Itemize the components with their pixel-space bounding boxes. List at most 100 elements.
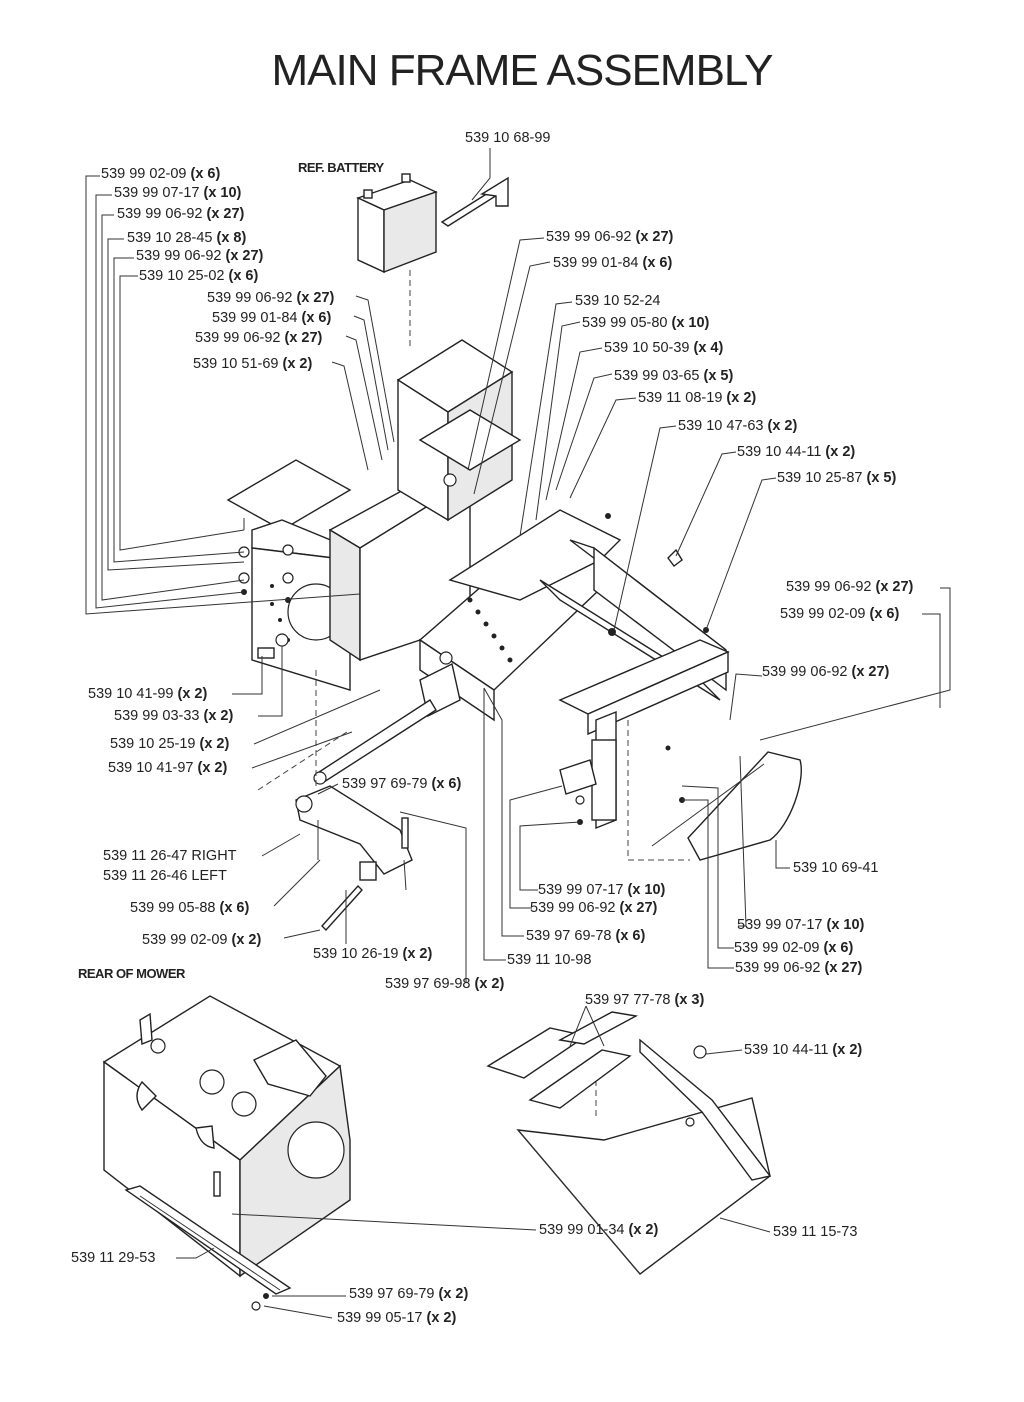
callout-label: 539 97 77-78 (x 3) bbox=[585, 992, 704, 1008]
callout-label: 539 97 69-79 (x 6) bbox=[342, 776, 461, 792]
part-quantity: (x 2) bbox=[474, 976, 505, 992]
part-number: 539 10 25-19 bbox=[110, 736, 196, 752]
callout-label: 539 99 06-92 (x 27) bbox=[530, 900, 657, 916]
part-quantity: (x 6) bbox=[615, 928, 646, 944]
part-quantity: (x 4) bbox=[693, 340, 724, 356]
callout-label: 539 99 06-92 (x 27) bbox=[136, 248, 263, 264]
part-quantity: (x 10) bbox=[203, 185, 242, 201]
part-quantity: (x 2) bbox=[203, 708, 234, 724]
callout-label: 539 10 41-97 (x 2) bbox=[108, 760, 227, 776]
callout-label: 539 11 26-46 LEFT bbox=[103, 868, 227, 884]
part-quantity: (x 27) bbox=[225, 248, 264, 264]
part-number: 539 10 25-87 bbox=[777, 470, 863, 486]
part-quantity: (x 6) bbox=[190, 166, 221, 182]
part-quantity: (x 2) bbox=[726, 390, 757, 406]
part-quantity: (x 8) bbox=[216, 230, 247, 246]
part-number: 539 99 01-84 bbox=[553, 255, 639, 271]
callout-label: 539 99 05-88 (x 6) bbox=[130, 900, 249, 916]
part-number: 539 99 06-92 bbox=[762, 664, 848, 680]
rear-bracket-drawing bbox=[124, 1171, 292, 1311]
bracket-drawing bbox=[559, 548, 707, 1059]
rear-frame-drawing bbox=[102, 995, 351, 1278]
page-title: MAIN FRAME ASSEMBLY bbox=[271, 46, 774, 95]
battery-drawing bbox=[356, 173, 438, 274]
part-number: 539 11 29-53 bbox=[71, 1250, 156, 1266]
part-number: 539 11 26-47 RIGHT bbox=[103, 848, 237, 864]
part-quantity: (x 10) bbox=[826, 917, 865, 933]
part-number: 539 97 77-78 bbox=[585, 992, 671, 1008]
part-number: 539 99 02-09 bbox=[101, 166, 187, 182]
part-quantity: (x 27) bbox=[851, 664, 890, 680]
part-number: 539 11 08-19 bbox=[638, 390, 723, 406]
part-quantity: (x 10) bbox=[671, 315, 710, 331]
part-number: 539 99 07-17 bbox=[737, 917, 823, 933]
part-number: 539 97 69-78 bbox=[526, 928, 612, 944]
part-quantity: (x 6) bbox=[228, 268, 259, 284]
part-quantity: (x 2) bbox=[282, 356, 313, 372]
part-quantity: (x 27) bbox=[875, 579, 914, 595]
callout-label: 539 10 50-39 (x 4) bbox=[604, 340, 723, 356]
part-number: 539 99 06-92 bbox=[530, 900, 616, 916]
callout-label: 539 10 44-11 (x 2) bbox=[744, 1042, 862, 1058]
callout-label: 539 10 51-69 (x 2) bbox=[193, 356, 312, 372]
assembly-guides bbox=[257, 270, 690, 1120]
part-quantity: (x 2) bbox=[832, 1042, 863, 1058]
part-quantity: (x 5) bbox=[703, 368, 734, 384]
part-number: 539 10 41-97 bbox=[108, 760, 194, 776]
part-number: 539 11 10-98 bbox=[507, 952, 592, 968]
part-quantity: (x 2) bbox=[825, 444, 856, 460]
part-quantity: (x 6) bbox=[219, 900, 250, 916]
callout-label: 539 99 06-92 (x 27) bbox=[786, 579, 913, 595]
part-quantity: (x 2) bbox=[197, 760, 228, 776]
callout-label: 539 99 06-92 (x 27) bbox=[546, 229, 673, 245]
callout-label: 539 97 69-79 (x 2) bbox=[349, 1286, 468, 1302]
part-number: 539 99 06-92 bbox=[786, 579, 872, 595]
part-number: 539 99 01-34 bbox=[539, 1222, 625, 1238]
callout-label: 539 97 69-78 (x 6) bbox=[526, 928, 645, 944]
callout-label: 539 10 28-45 (x 8) bbox=[127, 230, 246, 246]
callout-label: 539 10 68-99 bbox=[465, 130, 550, 146]
callout-label: 539 11 26-47 RIGHT bbox=[103, 848, 237, 864]
part-quantity: (x 6) bbox=[869, 606, 900, 622]
part-quantity: (x 2) bbox=[231, 932, 262, 948]
callout-label: 539 10 26-19 (x 2) bbox=[313, 946, 432, 962]
part-number: 539 99 06-92 bbox=[735, 960, 821, 976]
part-quantity: (x 2) bbox=[767, 418, 798, 434]
part-number: 539 10 25-02 bbox=[139, 268, 225, 284]
part-quantity: (x 2) bbox=[438, 1286, 469, 1302]
callout-label: 539 99 06-92 (x 27) bbox=[207, 290, 334, 306]
part-number: 539 11 26-46 LEFT bbox=[103, 868, 227, 884]
part-number: 539 11 15-73 bbox=[773, 1224, 858, 1240]
part-number: 539 99 06-92 bbox=[195, 330, 281, 346]
callout-label: 539 99 07-17 (x 10) bbox=[114, 185, 241, 201]
callout-label: 539 99 06-92 (x 27) bbox=[735, 960, 862, 976]
callout-label: 539 99 06-92 (x 27) bbox=[762, 664, 889, 680]
part-quantity: (x 2) bbox=[402, 946, 433, 962]
part-quantity: (x 2) bbox=[628, 1222, 659, 1238]
part-quantity: (x 27) bbox=[824, 960, 863, 976]
part-quantity: (x 27) bbox=[635, 229, 674, 245]
part-quantity: (x 27) bbox=[296, 290, 335, 306]
callout-label: 539 10 47-63 (x 2) bbox=[678, 418, 797, 434]
callout-label: 539 11 29-53 bbox=[71, 1250, 155, 1266]
callout-label: 539 10 52-24 bbox=[575, 293, 660, 309]
rear-of-mower-note: REAR OF MOWER bbox=[78, 966, 185, 981]
part-number: 539 10 26-19 bbox=[313, 946, 399, 962]
part-number: 539 97 69-79 bbox=[342, 776, 428, 792]
part-quantity: (x 27) bbox=[284, 330, 323, 346]
callout-label: 539 99 03-65 (x 5) bbox=[614, 368, 733, 384]
part-number: 539 99 02-09 bbox=[734, 940, 820, 956]
floor-pan-drawing bbox=[516, 1038, 772, 1275]
callout-label: 539 99 03-33 (x 2) bbox=[114, 708, 233, 724]
cover-plate-drawing bbox=[651, 751, 802, 861]
part-number: 539 10 69-41 bbox=[793, 860, 879, 876]
callout-label: 539 99 01-84 (x 6) bbox=[553, 255, 672, 271]
battery-note: REF. BATTERY bbox=[298, 160, 384, 175]
part-number: 539 10 41-99 bbox=[88, 686, 174, 702]
part-quantity: (x 6) bbox=[642, 255, 673, 271]
leader-lines bbox=[85, 148, 951, 1319]
part-number: 539 10 44-11 bbox=[744, 1042, 829, 1058]
part-number: 539 10 44-11 bbox=[737, 444, 822, 460]
part-number: 539 97 69-98 bbox=[385, 976, 471, 992]
